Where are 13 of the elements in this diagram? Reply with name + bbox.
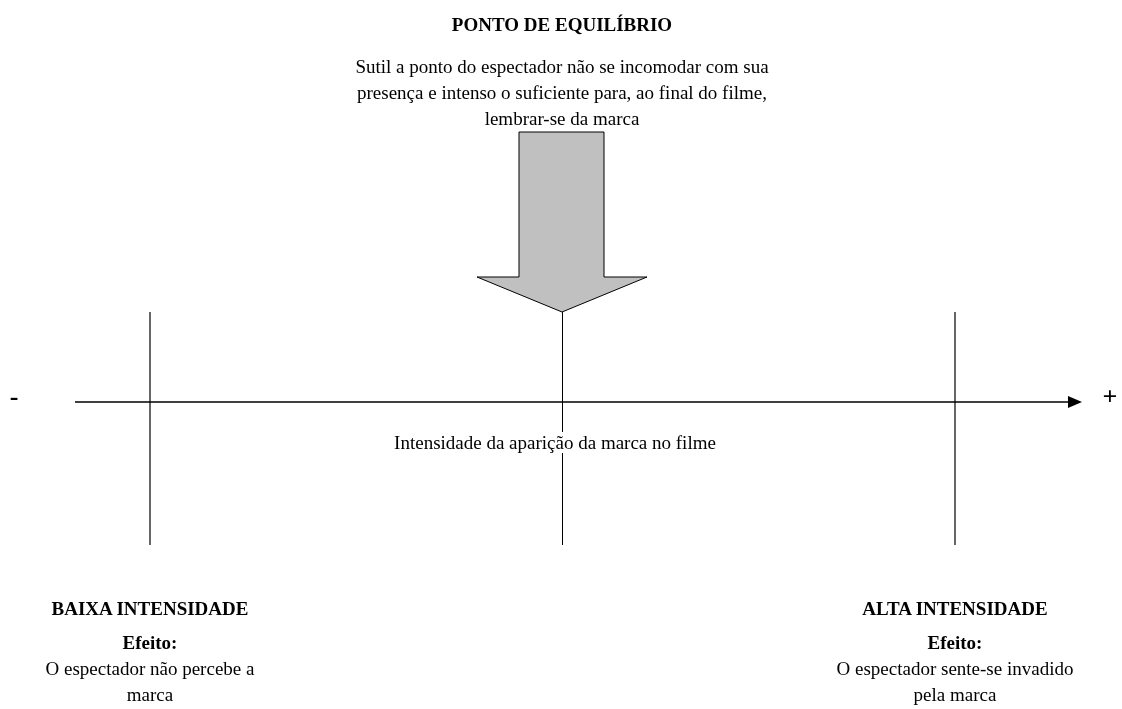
heading: PONTO DE EQUILÍBRIO [451,13,673,37]
effect-heading: Efeito: [122,632,178,653]
minus-sign: - [9,382,19,411]
axis-label: Intensidade da aparição da marca no filme [394,432,716,453]
category-heading: ALTA INTENSIDADE [862,598,1048,619]
effect-heading: Efeito: [927,632,983,653]
block-arrow [476,131,648,313]
effect-text: O espectador não percebe a marca [45,658,255,705]
description-text: Sutil a ponto do espectador não se incomodar com sua presença e intenso o suficiente para, ao final do filme, lembrar-se da marca [354,55,770,131]
plus-sign: + [1102,382,1118,411]
category-heading: BAIXA INTENSIDADE [51,598,249,619]
tick-line [562,312,564,545]
effect-text: O espectador sente-se invadido pela marca [836,658,1074,705]
